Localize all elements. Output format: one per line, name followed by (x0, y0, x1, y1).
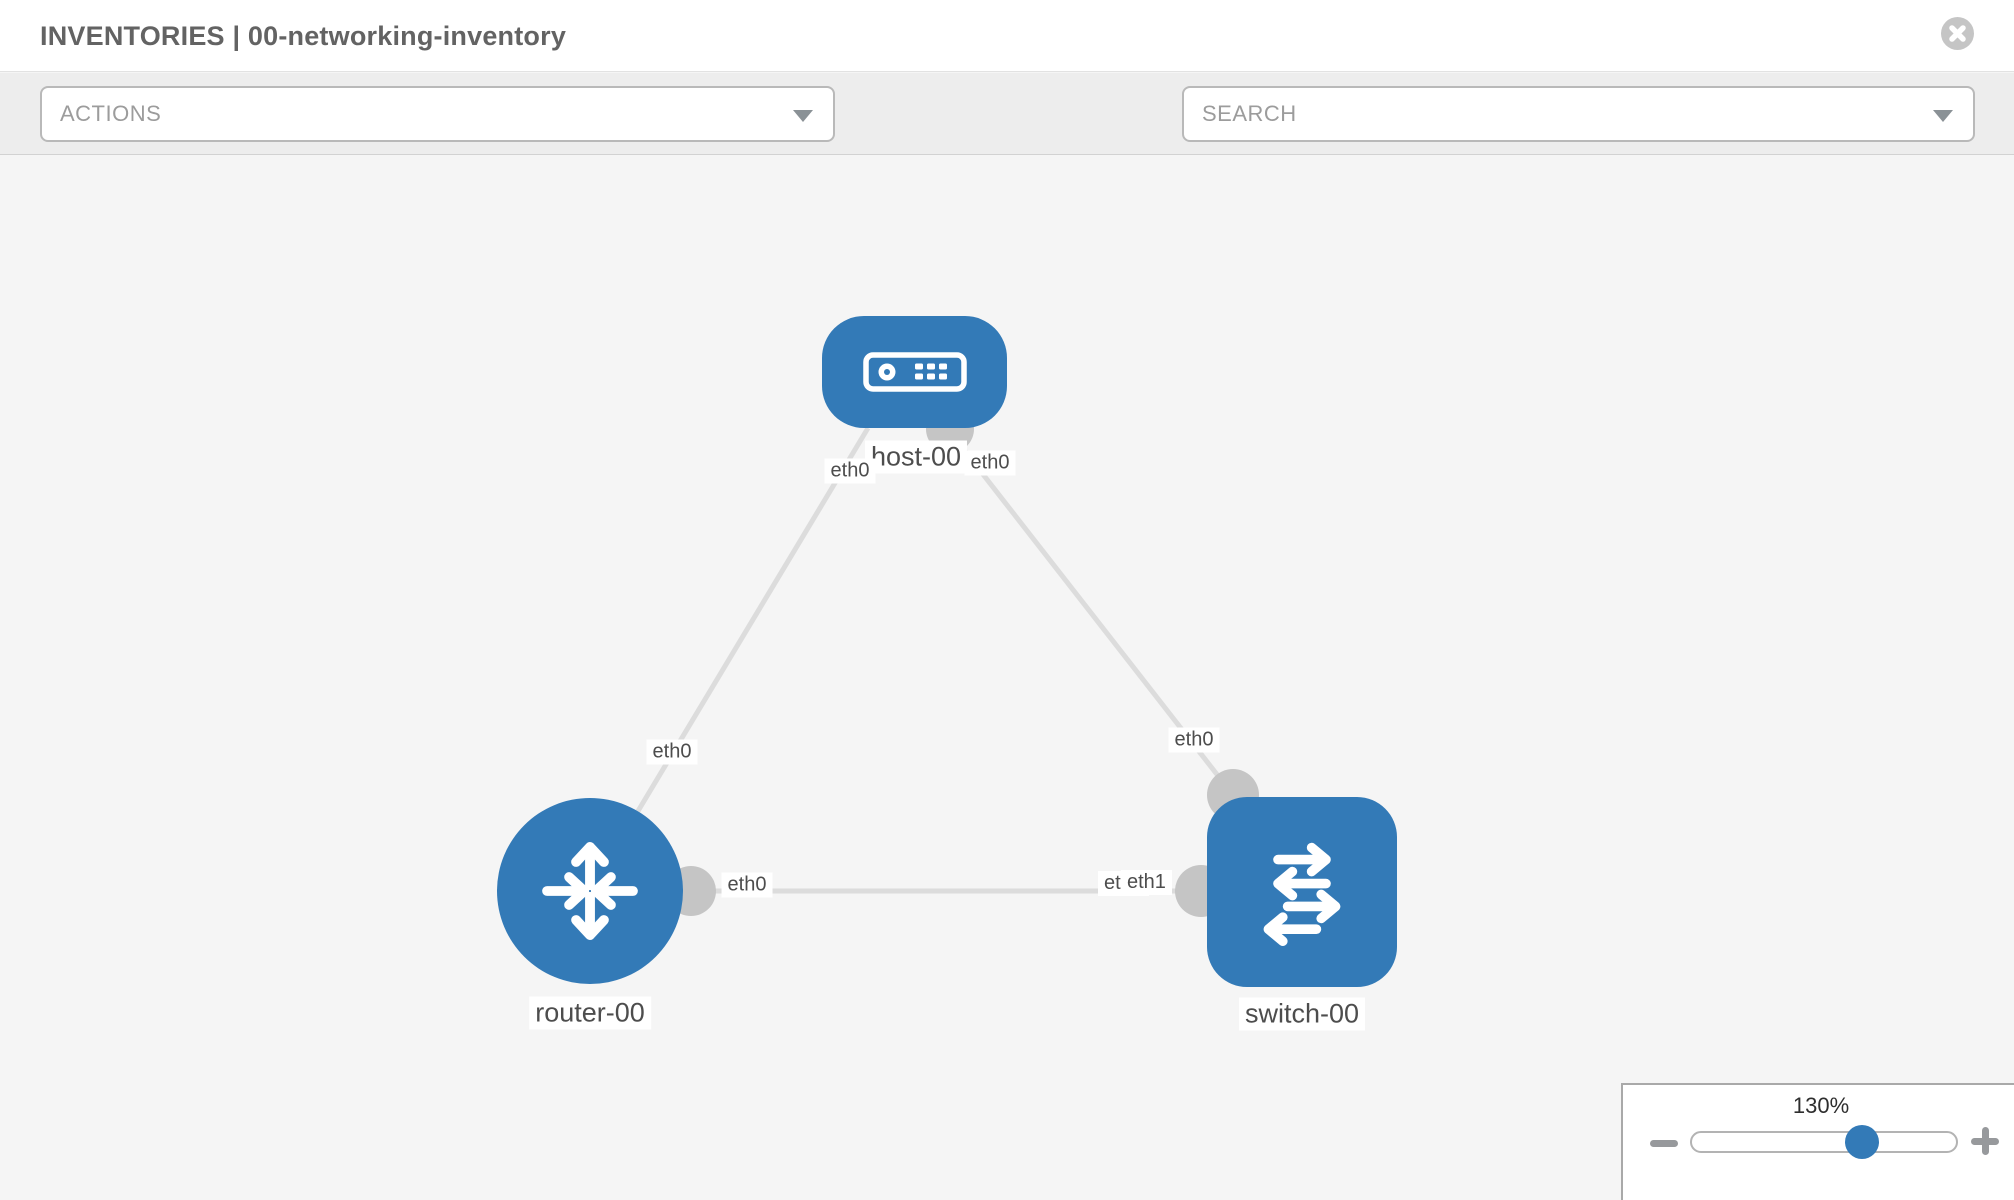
actions-dropdown-label: ACTIONS (60, 101, 162, 126)
switch-arrows-icon (1263, 842, 1341, 946)
zoom-panel: 130% (1621, 1083, 2014, 1200)
topology-canvas[interactable]: host-00 router-00 switch-00 eth0 eth0 et… (0, 156, 2014, 1200)
chevron-down-icon (793, 110, 813, 122)
node-switch-00[interactable] (1207, 797, 1397, 987)
server-icon (862, 352, 967, 392)
actions-dropdown[interactable]: ACTIONS (40, 86, 835, 142)
close-icon (1949, 25, 1966, 42)
node-label-host: host-00 (864, 440, 968, 474)
zoom-in-icon[interactable] (1971, 1127, 1999, 1155)
iface-label-host-left: eth0 (824, 458, 876, 484)
node-label-switch: switch-00 (1238, 997, 1366, 1031)
zoom-level-label: 130% (1792, 1093, 1850, 1118)
search-dropdown-label: SEARCH (1202, 101, 1297, 126)
toolbar: ACTIONS SEARCH (0, 73, 2014, 206)
iface-label-link-host-router: eth0 (646, 739, 698, 765)
iface-label-host-right: eth0 (964, 450, 1016, 476)
iface-label-switch-left: eth1 (1121, 870, 1172, 895)
zoom-out-icon[interactable] (1650, 1140, 1678, 1147)
node-host-00[interactable] (822, 316, 1007, 428)
links-layer (587, 426, 1235, 894)
page-title: INVENTORIES | 00-networking-inventory (40, 21, 567, 51)
search-dropdown[interactable]: SEARCH (1182, 86, 1975, 142)
close-button[interactable] (1941, 17, 1974, 50)
router-arrows-icon (542, 841, 638, 941)
node-label-router: router-00 (529, 996, 651, 1030)
iface-label-link-host-switch: eth0 (1168, 727, 1220, 753)
chevron-down-icon (1933, 110, 1953, 122)
zoom-slider[interactable] (1690, 1131, 1958, 1153)
node-router-00[interactable] (497, 798, 683, 984)
iface-label-router-right: eth0 (721, 872, 773, 898)
zoom-slider-knob[interactable] (1845, 1125, 1879, 1159)
header: INVENTORIES | 00-networking-inventory (0, 0, 2014, 72)
